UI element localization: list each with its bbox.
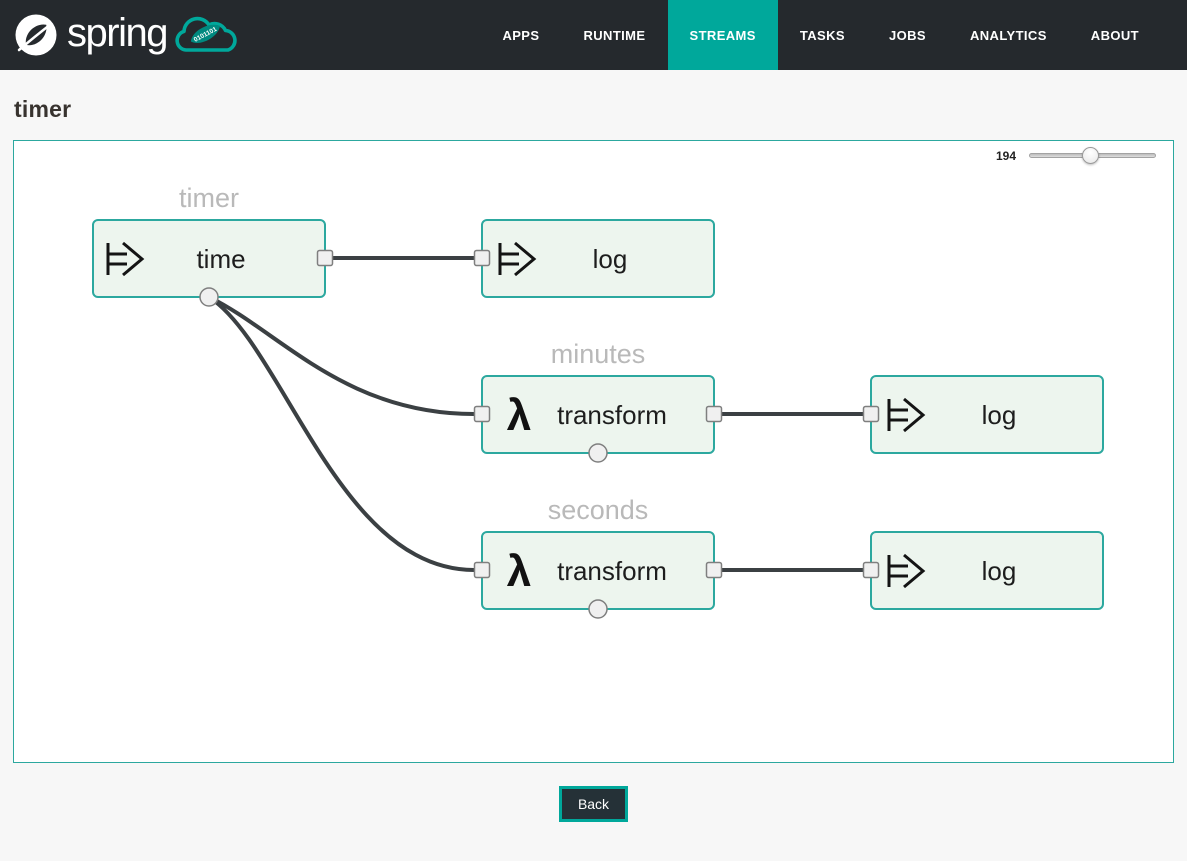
lambda-icon: λ — [507, 391, 531, 440]
output-port-transform-minutes[interactable] — [705, 405, 723, 423]
lambda-icon: λ — [507, 547, 531, 596]
output-port-transform-seconds[interactable] — [705, 561, 723, 579]
source-sink-arrow-icon — [106, 241, 145, 277]
source-sink-arrow-icon — [498, 241, 537, 277]
node-transform-seconds[interactable]: λ transform — [481, 531, 715, 610]
input-port-transform-seconds[interactable] — [473, 561, 491, 579]
zoom-value-label: 194 — [995, 148, 1016, 163]
node-time[interactable]: time — [92, 219, 326, 298]
node-label: log — [593, 244, 628, 274]
main-nav: APPS RUNTIME STREAMS TASKS JOBS ANALYTIC… — [480, 0, 1161, 70]
tap-port-transform-minutes[interactable] — [588, 443, 608, 463]
tap-port-transform-seconds[interactable] — [588, 599, 608, 619]
main-content: timer 194 timer minutes seconds — [0, 96, 1187, 822]
node-label: time — [196, 244, 245, 274]
output-port-time[interactable] — [316, 249, 334, 267]
zoom-slider-thumb[interactable] — [1081, 147, 1099, 164]
dataflow-cloud-icon: 0101101 — [175, 16, 237, 52]
source-sink-arrow-icon — [887, 397, 926, 433]
stream-label-seconds: seconds — [548, 495, 649, 525]
stream-label-timer: timer — [179, 183, 239, 213]
zoom-control: 194 — [996, 147, 1156, 164]
nav-item-tasks[interactable]: TASKS — [799, 27, 845, 43]
nav-item-analytics[interactable]: ANALYTICS — [969, 27, 1047, 43]
nav-item-apps[interactable]: APPS — [502, 27, 540, 43]
node-log-2[interactable]: log — [870, 375, 1104, 454]
input-port-transform-minutes[interactable] — [473, 405, 491, 423]
input-port-log-2[interactable] — [862, 405, 880, 423]
spring-leaf-icon — [15, 14, 57, 56]
tap-port-time[interactable] — [199, 287, 219, 307]
page-title: timer — [14, 96, 72, 122]
node-label: transform — [557, 556, 667, 586]
stream-label-minutes: minutes — [551, 339, 646, 369]
wire-tap-to-transform-seconds[interactable] — [207, 295, 476, 572]
nav-item-about[interactable]: ABOUT — [1090, 27, 1139, 43]
node-log-3[interactable]: log — [870, 531, 1104, 610]
nav-item-jobs[interactable]: JOBS — [888, 27, 926, 43]
nav-item-streams[interactable]: STREAMS — [667, 0, 778, 70]
node-label: log — [982, 556, 1017, 586]
zoom-slider[interactable] — [1029, 147, 1156, 164]
flow-canvas[interactable]: 194 timer minutes seconds — [13, 140, 1174, 763]
top-nav-bar: spring 0101101 APPS RUNTIME STREAMS TASK… — [0, 0, 1187, 70]
app-logo[interactable]: spring 0101101 — [0, 10, 237, 60]
nav-item-runtime[interactable]: RUNTIME — [583, 27, 646, 43]
back-button[interactable]: Back — [558, 786, 629, 822]
wire-tap-to-transform-minutes[interactable] — [207, 295, 476, 416]
brand-text: spring — [67, 11, 168, 55]
input-port-log-1[interactable] — [473, 249, 491, 267]
flow-diagram: timer minutes seconds time log — [92, 183, 1104, 619]
node-transform-minutes[interactable]: λ transform — [481, 375, 715, 454]
source-sink-arrow-icon — [887, 553, 926, 589]
node-log-1[interactable]: log — [481, 219, 715, 298]
input-port-log-3[interactable] — [862, 561, 880, 579]
node-label: transform — [557, 400, 667, 430]
node-label: log — [982, 400, 1017, 430]
